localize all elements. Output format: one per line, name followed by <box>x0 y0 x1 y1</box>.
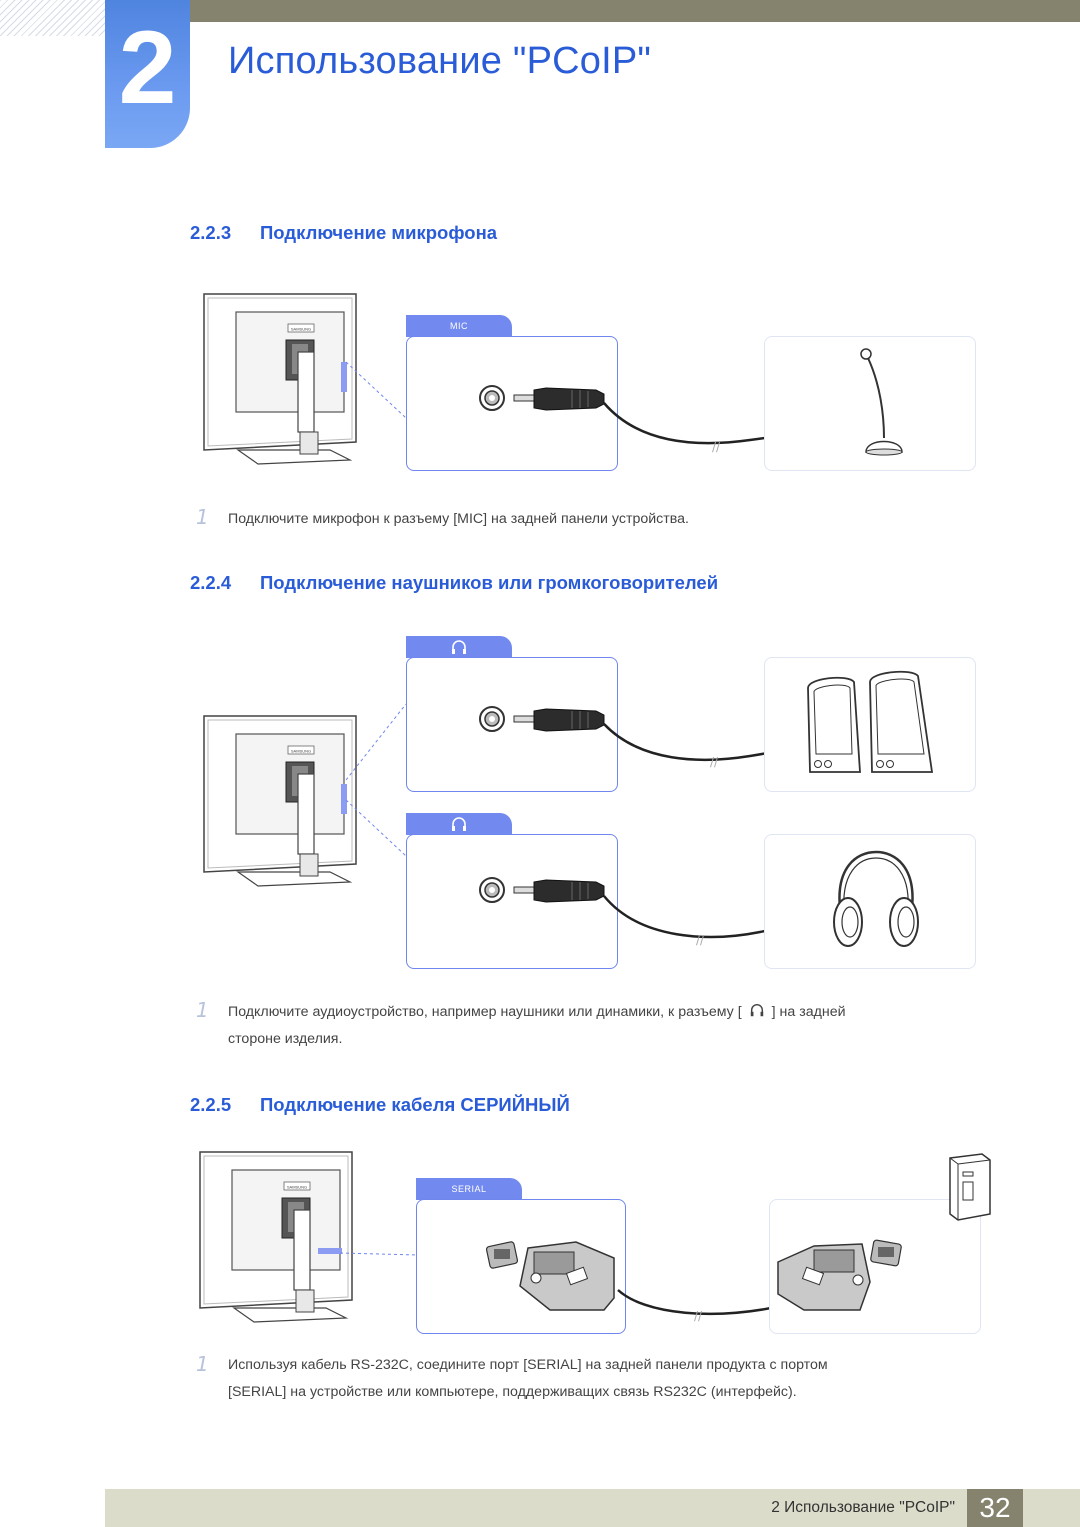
step-number: 1 <box>196 505 209 529</box>
section-number: 2.2.3 <box>190 222 232 243</box>
section-heading-serial: 2.2.5 Подключение кабеля СЕРИЙНЫЙ <box>190 1094 570 1116</box>
headphones-box <box>764 834 976 969</box>
chapter-title: Использование "PCoIP" <box>228 40 652 82</box>
headphone-port-panel-headphones <box>406 834 618 969</box>
step-text-line2: [SERIAL] на устройстве или компьютере, п… <box>228 1384 797 1400</box>
monitor-logo: SAMSUNG <box>291 327 311 332</box>
audio-jack-illustration <box>479 877 605 903</box>
speakers-icon <box>807 670 934 773</box>
headphone-port-tab <box>406 813 512 835</box>
serial-cable: // <box>617 1289 791 1323</box>
headphones-icon <box>833 850 919 947</box>
headphone-icon <box>742 1001 772 1017</box>
connector-guide-line <box>339 1252 419 1256</box>
svg-text://: // <box>696 933 705 947</box>
step-text-line1-after: ] на задней <box>771 1004 846 1020</box>
monitor-back-illustration: SAMSUNG <box>203 715 357 887</box>
step-text-line2: стороне изделия. <box>228 1031 343 1047</box>
monitor-back-illustration: SAMSUNG <box>199 1151 353 1323</box>
svg-text://: // <box>712 440 721 454</box>
chapter-number-tab: 2 <box>105 0 190 148</box>
monitor-back-illustration: SAMSUNG <box>203 293 357 465</box>
step-text-mic: Подключите микрофон к разъему [MIC] на з… <box>228 511 689 527</box>
section-title: Подключение наушников или громкоговорите… <box>260 572 719 593</box>
monitor-logo: SAMSUNG <box>287 1185 307 1190</box>
serial-connector-illustration <box>777 1239 902 1311</box>
headphone-port-tab <box>406 636 512 658</box>
header-hatch-decoration <box>0 0 108 36</box>
headphone-icon <box>452 640 466 654</box>
step-number: 1 <box>196 998 209 1022</box>
audio-jack-illustration <box>479 706 605 732</box>
section-heading-headphones: 2.2.4 Подключение наушников или громкогов… <box>190 572 718 594</box>
mic-port-tab: MIC <box>406 315 512 337</box>
computer-tower-icon <box>949 1153 991 1221</box>
section-title: Подключение микрофона <box>260 222 498 243</box>
svg-text://: // <box>710 755 719 769</box>
microphone-icon <box>860 348 903 456</box>
footer-chapter-label: 2 Использование "PCoIP" <box>771 1499 955 1516</box>
connector-guide-lines <box>345 703 407 857</box>
serial-connector-illustration <box>485 1241 615 1311</box>
step-text-headphones: Подключите аудиоустройство, например нау… <box>228 999 846 1053</box>
page-number: 32 <box>967 1489 1023 1527</box>
chapter-number: 2 <box>118 10 177 126</box>
step-number: 1 <box>196 1352 209 1376</box>
svg-text://: // <box>694 1309 703 1323</box>
footer-bar-tail <box>1023 1489 1080 1527</box>
serial-port-tab: SERIAL <box>416 1178 522 1200</box>
header-bar <box>190 0 1080 22</box>
connector-guide-line <box>345 361 407 419</box>
step-text-line1-before: Подключите аудиоустройство, например нау… <box>228 1004 742 1020</box>
audio-jack-illustration <box>479 385 605 411</box>
step-text-line1: Используя кабель RS-232C, соедините порт… <box>228 1357 828 1373</box>
step-text-serial: Используя кабель RS-232C, соедините порт… <box>228 1352 828 1406</box>
monitor-logo: SAMSUNG <box>291 749 311 754</box>
section-number: 2.2.5 <box>190 1094 232 1115</box>
section-number: 2.2.4 <box>190 572 232 593</box>
footer-bar: 2 Использование "PCoIP" <box>105 1489 967 1527</box>
section-heading-mic: 2.2.3 Подключение микрофона <box>190 222 497 244</box>
section-title: Подключение кабеля СЕРИЙНЫЙ <box>260 1094 570 1115</box>
headphone-icon <box>452 817 466 831</box>
